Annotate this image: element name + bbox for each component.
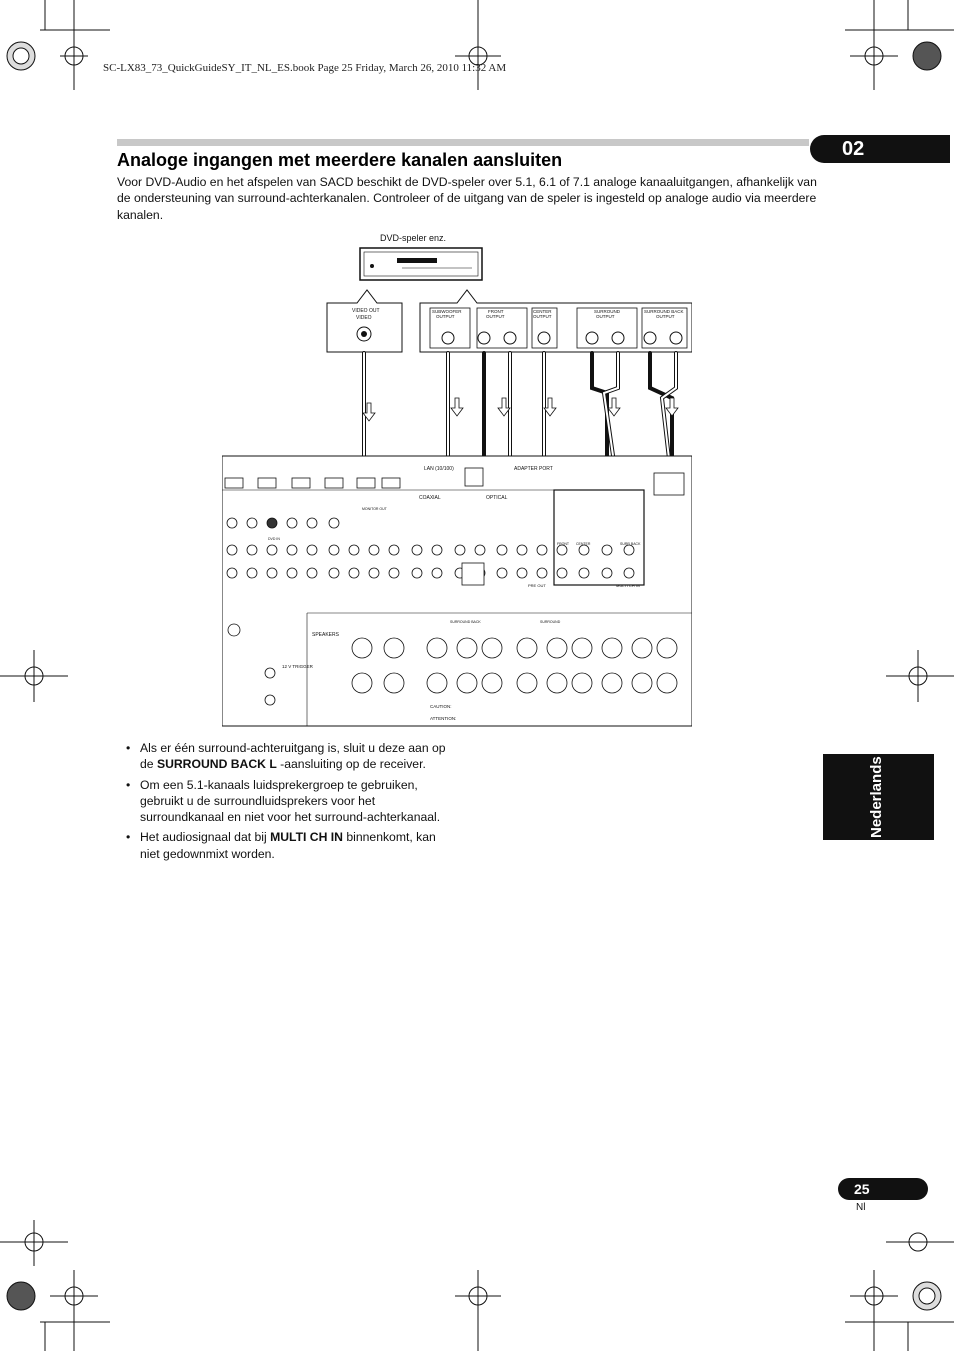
out-front-1: FRONT — [488, 309, 504, 314]
intro-paragraph: Voor DVD-Audio en het afspelen van SACD … — [117, 175, 817, 222]
chapter-badge: 02 — [810, 135, 950, 163]
out-center-1: CENTER — [533, 309, 552, 314]
out-surround-2: OUTPUT — [596, 314, 615, 319]
speakers-label: SPEAKERS — [312, 632, 340, 638]
caution-label: CAUTION: — [430, 704, 452, 709]
language-tab: Nederlands — [823, 754, 934, 840]
multi-ch-in-label: MULTI CH IN — [616, 583, 640, 588]
out-sub-1: SUBWOOFER — [432, 309, 462, 314]
dvd-in-label: DVD IN — [268, 537, 280, 541]
lan-label: LAN (10/100) — [424, 466, 454, 472]
center-label: CENTER — [576, 542, 591, 546]
notes-list: Als er één surround-achteruitgang is, sl… — [126, 740, 456, 866]
video-label: VIDEO — [356, 315, 372, 321]
out-sub-2: OUTPUT — [436, 314, 455, 319]
adapter-port-label: ADAPTER PORT — [514, 466, 553, 472]
file-header: SC-LX83_73_QuickGuideSY_IT_NL_ES.book Pa… — [103, 62, 507, 74]
surround-label: SURROUND — [540, 620, 561, 624]
out-sb-2: OUTPUT — [656, 314, 675, 319]
page-number: 25 — [838, 1178, 928, 1200]
front-label: FRONT — [557, 542, 570, 546]
attention-label: ATTENTION: — [430, 716, 456, 721]
player-output-group — [429, 307, 688, 349]
out-sb-1: SURROUND BACK — [644, 309, 684, 314]
surr-back-label: SURR BACK — [620, 542, 641, 546]
top-rule — [117, 139, 809, 146]
pre-out-label: PRE OUT — [528, 583, 546, 588]
video-out-label: VIDEO OUT — [352, 308, 380, 314]
connection-diagram: DVD-speler enz. VIDEO OUT VIDEO SUBWOOFE… — [222, 233, 692, 727]
coaxial-label: COAXIAL — [419, 495, 441, 501]
optical-label: OPTICAL — [486, 495, 508, 501]
trigger-label: 12 V TRIGGER — [282, 664, 314, 669]
sb-label: SURROUND BACK — [450, 620, 481, 624]
out-surround-1: SURROUND — [594, 309, 621, 314]
player-label: DVD-speler enz. — [380, 233, 446, 243]
dvd-player — [359, 247, 483, 281]
page-title: Analoge ingangen met meerdere kanalen aa… — [117, 150, 563, 170]
out-center-2: OUTPUT — [533, 314, 552, 319]
page-language: Nl — [856, 1202, 866, 1213]
language-tab-label: Nederlands — [868, 756, 885, 838]
note-item: Om een 5.1-kanaals luidsprekergroep te g… — [126, 777, 456, 826]
monitor-out-label: MONITOR OUT — [362, 507, 388, 511]
note-item: Als er één surround-achteruitgang is, sl… — [126, 740, 456, 773]
out-front-2: OUTPUT — [486, 314, 505, 319]
note-item: Het audiosignaal dat bij MULTI CH IN bin… — [126, 829, 456, 862]
